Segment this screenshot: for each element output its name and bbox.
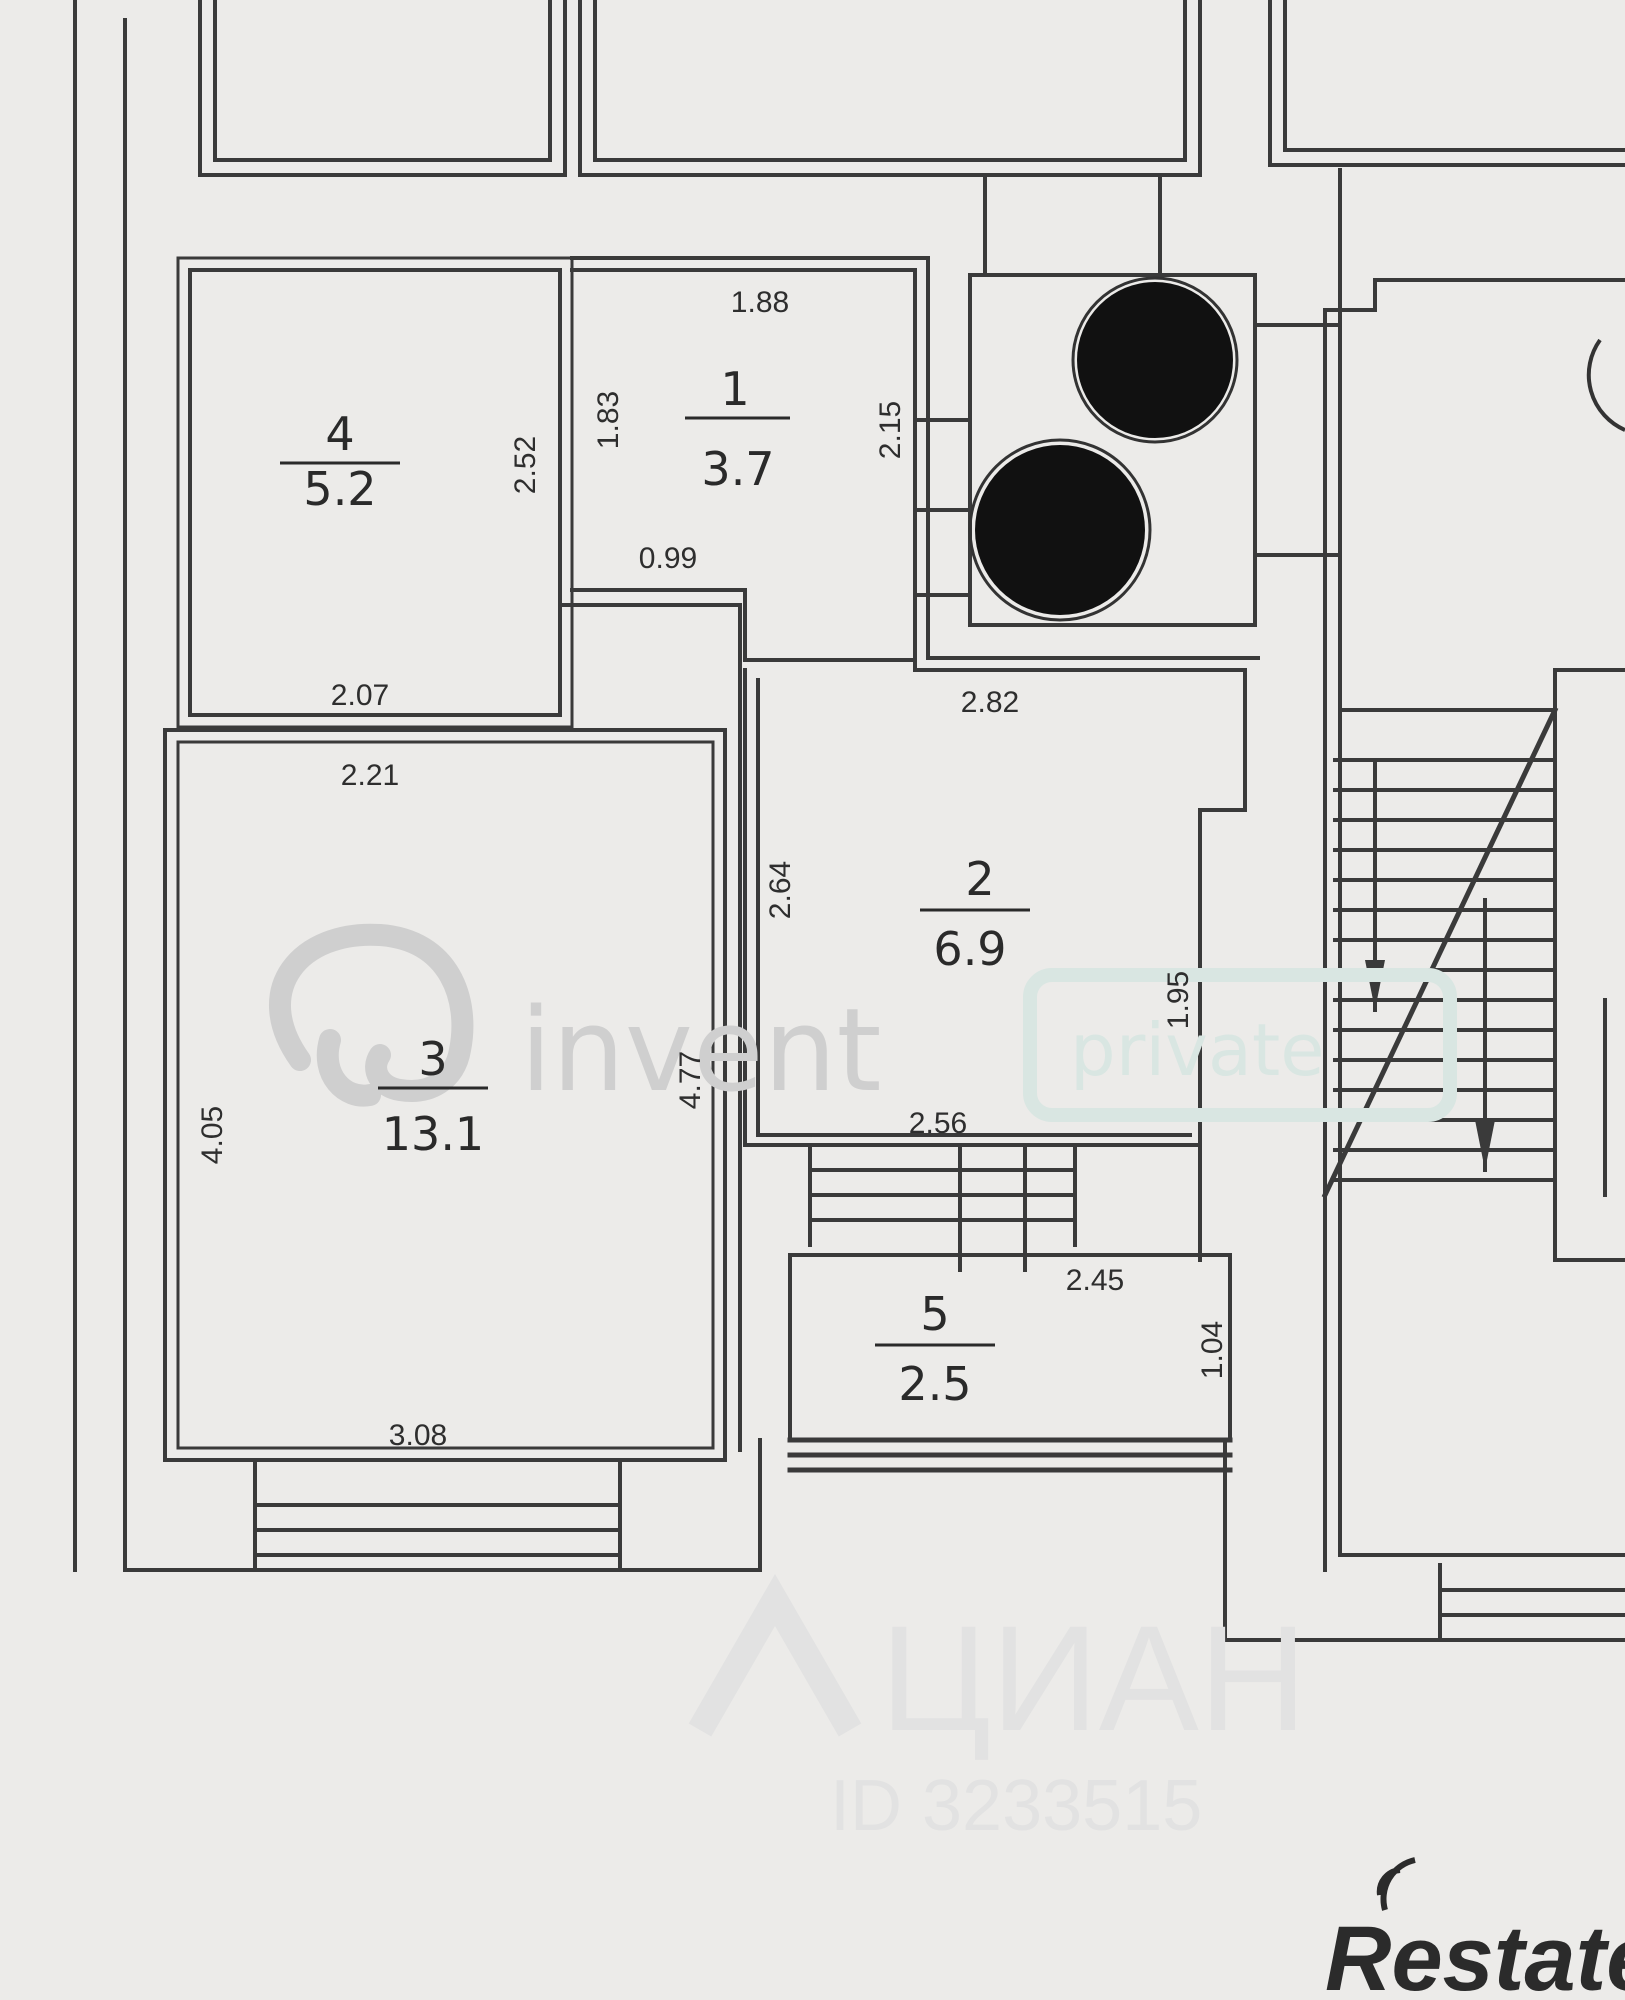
arrow-down-icon: [1475, 1120, 1495, 1170]
dim-1-83: 1.83: [592, 391, 625, 449]
wall-outer-left: [123, 18, 762, 1572]
vent-circle-icon: [975, 445, 1145, 615]
dim-2-45: 2.45: [1066, 1264, 1124, 1297]
svg-text:3.7: 3.7: [701, 442, 774, 496]
cian-watermark: ЦИАН ID 3233515: [688, 1573, 1307, 1846]
cian-text: ЦИАН: [880, 1594, 1307, 1762]
wall-top-middle: [578, 0, 1202, 177]
svg-text:1: 1: [720, 362, 749, 416]
svg-text:5.2: 5.2: [303, 462, 376, 516]
dim-0-99: 0.99: [639, 542, 697, 575]
room-5-label: 5 2.5: [875, 1287, 995, 1411]
room-1-wall: [570, 268, 1247, 1262]
dim-3-08: 3.08: [389, 1419, 447, 1452]
wall-top-middle-inner: [593, 0, 1187, 162]
invent-text: invent: [520, 984, 882, 1118]
dim-2-07: 2.07: [331, 679, 389, 712]
signal-icon: [1376, 1857, 1416, 1911]
room-2-wall: [743, 668, 1202, 1147]
restate-logo: Restate: [1325, 1857, 1625, 2000]
svg-text:13.1: 13.1: [382, 1107, 484, 1161]
dim-1-88: 1.88: [731, 286, 789, 319]
room-3-label: 3 13.1: [378, 1032, 488, 1161]
svg-text:5: 5: [920, 1287, 949, 1341]
room-1-label: 1 3.7: [685, 362, 790, 496]
dim-2-15: 2.15: [874, 401, 907, 459]
room-4-label: 4 5.2: [280, 407, 400, 516]
room-5-wall: [788, 1253, 1232, 1442]
balcony-rail: [787, 1437, 1233, 1473]
elephant-logo-icon: [269, 923, 474, 1107]
invent-watermark: invent private: [269, 923, 1457, 1122]
svg-text:3: 3: [418, 1032, 447, 1086]
dim-1-95: 1.95: [1162, 971, 1195, 1029]
dimension-labels: 1.88 1.83 2.15 2.52 0.99 2.07 2.21 2.82 …: [196, 286, 1229, 1452]
cian-triangle-icon: [688, 1573, 862, 1737]
vent-circle-icon: [1077, 282, 1233, 438]
dim-2-82: 2.82: [961, 686, 1019, 719]
stairwell-wall: [1338, 323, 1625, 1557]
wall-top-right-inner: [1283, 0, 1625, 152]
dim-2-21: 2.21: [341, 759, 399, 792]
wall-top-left: [198, 0, 567, 177]
svg-text:4: 4: [325, 407, 354, 461]
dim-2-56: 2.56: [909, 1107, 967, 1140]
window-room-3: [253, 1458, 622, 1572]
dim-1-04: 1.04: [1196, 1321, 1229, 1379]
dim-2-52: 2.52: [509, 436, 542, 494]
dim-4-05: 4.05: [196, 1106, 229, 1164]
restate-logo-text: Restate: [1325, 1908, 1625, 2000]
stair-flight: [1338, 668, 1625, 1262]
svg-text:2: 2: [965, 852, 994, 906]
id-text: ID 3233515: [830, 1766, 1202, 1846]
shaft-block: [968, 273, 1257, 627]
arrow-down-icon: [1365, 960, 1385, 1010]
svg-text:6.9: 6.9: [933, 922, 1006, 976]
dim-4-77: 4.77: [674, 1051, 707, 1109]
dim-2-64: 2.64: [764, 861, 797, 919]
room-3-wall: [163, 728, 727, 1462]
wall-top-right: [1268, 0, 1625, 167]
room-4-wall: [188, 268, 562, 717]
private-text: private: [1070, 1008, 1325, 1092]
wall-top-left-inner: [213, 0, 552, 162]
stairs-entry: [808, 1143, 1077, 1247]
room-2-label: 2 6.9: [920, 852, 1030, 976]
ventilation-icons: [968, 276, 1625, 622]
svg-text:2.5: 2.5: [898, 1357, 971, 1411]
